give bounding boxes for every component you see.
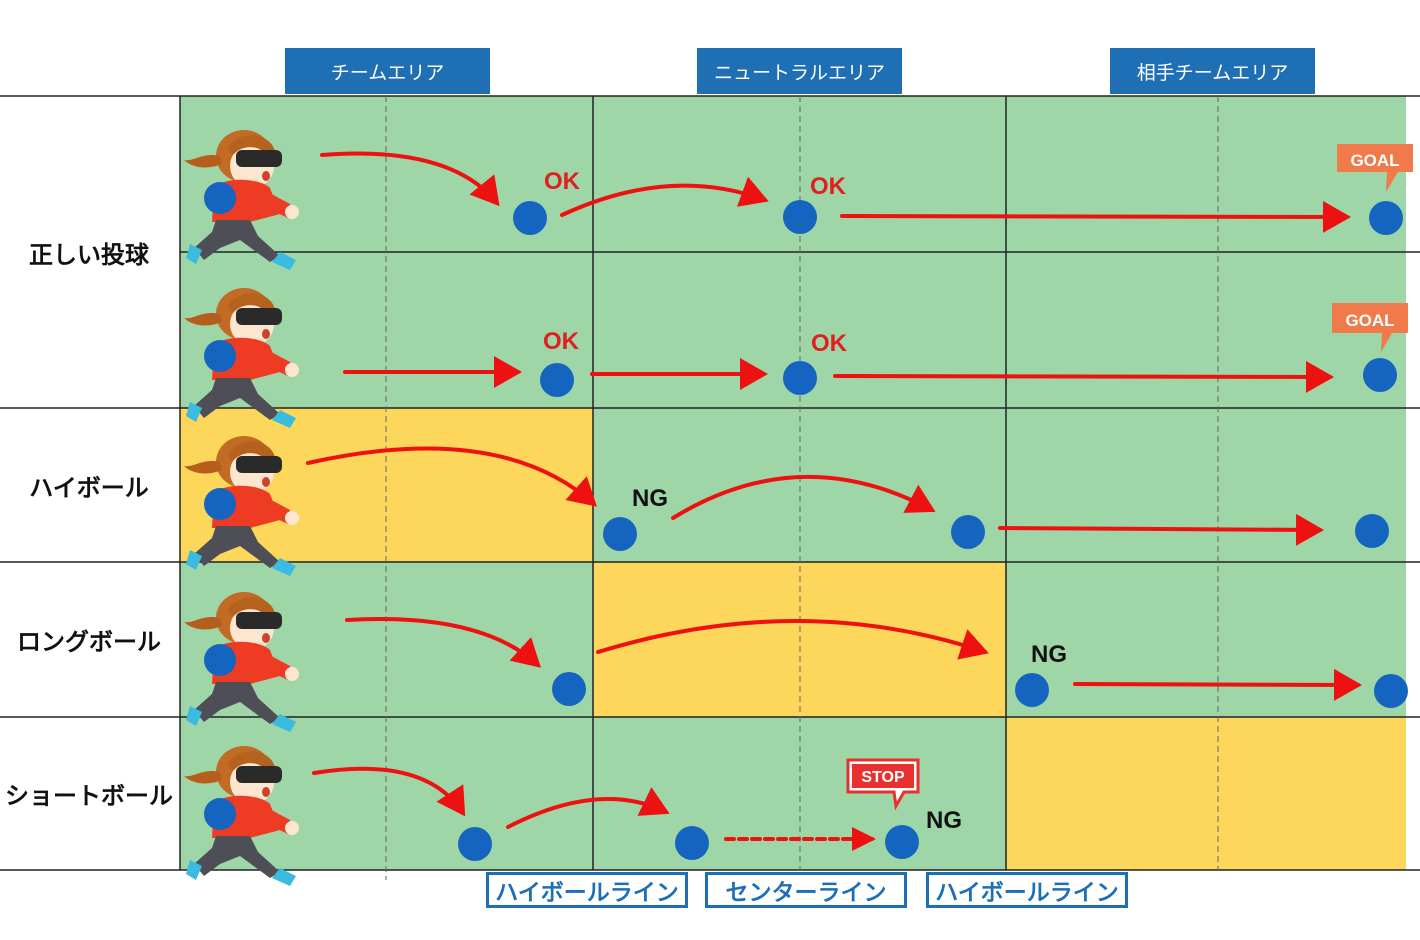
goal-label: GOAL xyxy=(1350,151,1399,170)
ok-mark: OK xyxy=(544,168,581,195)
stop-badge: STOP xyxy=(846,758,920,811)
team-area-header: チームエリア xyxy=(285,48,490,94)
ng-mark: NG xyxy=(1031,641,1067,668)
goal-badge-row2: GOAL xyxy=(1332,303,1408,352)
ok-mark: OK xyxy=(810,173,847,200)
row-label-long-ball: ロングボール xyxy=(17,628,161,656)
ok-mark: OK xyxy=(811,330,848,357)
goal-label: GOAL xyxy=(1345,311,1394,330)
opponent-area-header: 相手チームエリア xyxy=(1110,48,1315,94)
neutral-area-header: ニュートラルエリア xyxy=(697,48,902,94)
stop-label: STOP xyxy=(861,769,905,786)
short-ball-invalid-zone xyxy=(1006,717,1406,870)
row-label-high-ball: ハイボール xyxy=(29,473,149,502)
dashed-area-midlines xyxy=(385,96,1219,880)
goal-badge-row1: GOAL xyxy=(1337,144,1413,192)
row-label-short-ball: ショートボール xyxy=(5,782,173,810)
high-ball-line-label-right: ハイボールライン xyxy=(926,872,1128,908)
ng-mark: NG xyxy=(632,485,668,512)
ok-mark: OK xyxy=(543,328,580,355)
row-label-correct-throw: 正しい投球 xyxy=(29,240,149,269)
high-ball-line-label-left: ハイボールライン xyxy=(486,872,688,908)
ng-mark: NG xyxy=(926,807,962,834)
trajectory-arrows xyxy=(306,151,1362,851)
center-line-label: センターライン xyxy=(705,872,907,908)
balls xyxy=(458,200,1408,861)
